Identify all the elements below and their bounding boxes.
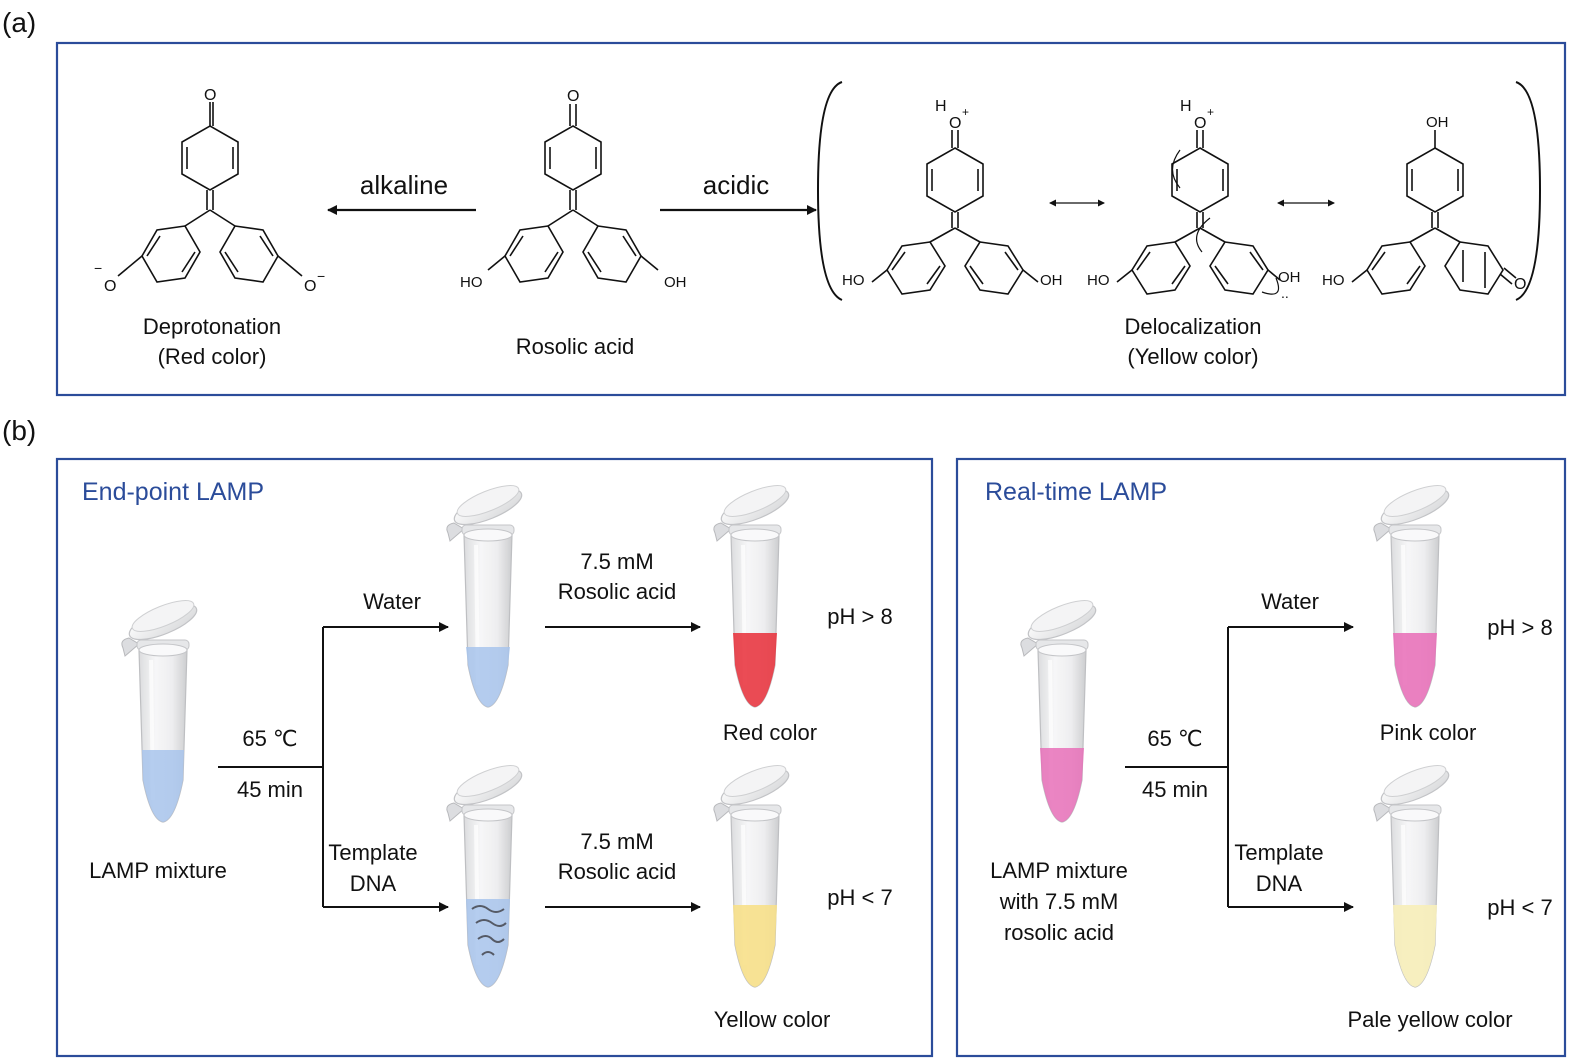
atom-ho: HO — [842, 272, 865, 289]
realtime-title: Real-time LAMP — [985, 478, 1167, 506]
charge-negative: − — [317, 268, 325, 284]
alkaline-label: alkaline — [360, 170, 448, 200]
endpoint-title: End-point LAMP — [82, 478, 264, 506]
atom-ho: HO — [460, 274, 483, 291]
atom-o: O — [1514, 276, 1526, 293]
water-label: Water — [363, 589, 421, 614]
pink-color-result: Pink color — [1380, 720, 1477, 745]
reagent-name-top: Rosolic acid — [558, 579, 677, 604]
panel-a-frame — [55, 41, 1567, 397]
bracket-left — [816, 81, 843, 301]
template-label: Template — [328, 840, 417, 865]
dna-label: DNA — [350, 871, 397, 896]
realtime-mixture-label: LAMP mixture — [990, 858, 1128, 883]
atom-h: H — [935, 98, 947, 115]
tube-lamp-mixture — [119, 592, 203, 824]
tube-pink-result — [1371, 477, 1455, 709]
atom-oh: OH — [1426, 114, 1449, 131]
acidic-label: acidic — [703, 170, 769, 200]
endpoint-frame — [55, 457, 934, 1058]
reagent-conc-top: 7.5 mM — [580, 549, 653, 574]
yellow-color-result: Yellow color — [714, 1007, 831, 1032]
realtime-frame — [955, 457, 1567, 1058]
atom-o: O — [104, 278, 116, 295]
endpoint-ph-high: pH > 8 — [827, 604, 892, 629]
resonance-structure-1 — [871, 130, 1039, 295]
atom-o: O — [204, 87, 216, 104]
realtime-mixture-reagent: rosolic acid — [1004, 920, 1114, 945]
dna-helix-icon — [471, 905, 507, 956]
delocalization-label: Delocalization — [1125, 314, 1262, 339]
panel-a-tag: (a) — [2, 7, 36, 38]
resonance-structure-2 — [1116, 130, 1281, 295]
endpoint-ph-low: pH < 7 — [827, 885, 892, 910]
charge-negative: − — [94, 260, 102, 276]
atom-o: O — [1194, 115, 1206, 132]
tube-lamp-rosolic-mixture — [1018, 592, 1102, 824]
realtime-mixture-conc: with 7.5 mM — [999, 889, 1119, 914]
bracket-right — [1515, 81, 1542, 301]
atom-ho: HO — [1322, 272, 1345, 289]
red-color-result: Red color — [723, 720, 817, 745]
realtime-ph-high: pH > 8 — [1487, 615, 1552, 640]
tube-red-result — [711, 477, 795, 709]
yellow-color-label: (Yellow color) — [1127, 344, 1258, 369]
red-color-label: (Red color) — [158, 344, 267, 369]
atom-o: O — [304, 278, 316, 295]
endpoint-temp: 65 ℃ — [242, 726, 297, 751]
reagent-name-bottom: Rosolic acid — [558, 859, 677, 884]
reagent-conc-bottom: 7.5 mM — [580, 829, 653, 854]
atom-oh: OH — [1040, 272, 1063, 289]
lamp-mixture-label: LAMP mixture — [89, 858, 227, 883]
atom-ho: HO — [1087, 272, 1110, 289]
rosolic-acid-label: Rosolic acid — [516, 334, 635, 359]
tube-pale-yellow-result — [1371, 757, 1455, 989]
charge-positive: + — [962, 105, 969, 119]
atom-h: H — [1180, 98, 1192, 115]
tube-template-dna — [444, 757, 528, 989]
atom-oh: OH — [1278, 269, 1301, 286]
realtime-time: 45 min — [1142, 777, 1208, 802]
atom-o: O — [949, 115, 961, 132]
pale-yellow-color-result: Pale yellow color — [1347, 1007, 1512, 1032]
molecule-deprotonated — [117, 102, 303, 283]
realtime-dna-label: DNA — [1256, 871, 1303, 896]
resonance-structure-3 — [1351, 130, 1517, 295]
deprotonation-label: Deprotonation — [143, 314, 281, 339]
molecule-rosolic-acid — [487, 104, 659, 283]
endpoint-time: 45 min — [237, 777, 303, 802]
lone-pair: .. — [1281, 285, 1289, 301]
realtime-ph-low: pH < 7 — [1487, 895, 1552, 920]
tube-water — [444, 477, 528, 709]
realtime-template-label: Template — [1234, 840, 1323, 865]
atom-oh: OH — [664, 274, 687, 291]
realtime-temp: 65 ℃ — [1147, 726, 1202, 751]
charge-positive: + — [1207, 105, 1214, 119]
realtime-water-label: Water — [1261, 589, 1319, 614]
atom-o: O — [567, 88, 579, 105]
panel-b-tag: (b) — [2, 415, 36, 446]
tube-yellow-result — [711, 757, 795, 989]
